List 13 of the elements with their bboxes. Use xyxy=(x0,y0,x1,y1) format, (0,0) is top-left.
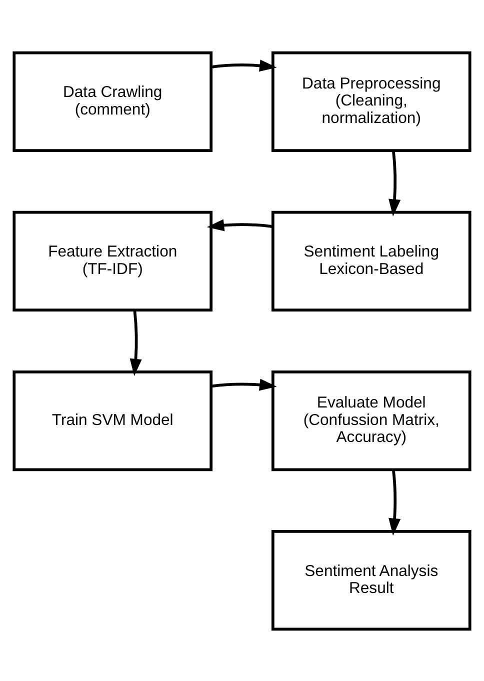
arrow xyxy=(388,469,401,536)
arrow xyxy=(210,59,277,72)
node-box: Sentiment Labeling Lexicon-Based xyxy=(271,210,472,312)
arrow xyxy=(388,150,401,216)
arrow xyxy=(210,378,277,390)
node-box: Data Crawling (comment) xyxy=(12,50,213,152)
node-box: Data Preprocessing (Cleaning, normalization) xyxy=(271,50,472,152)
arrow xyxy=(130,310,142,376)
node-box: Feature Extraction (TF-IDF) xyxy=(12,210,213,312)
node-box: Sentiment Analysis Result xyxy=(271,530,472,630)
node-box: Evaluate Model (Confussion Matrix, Accuracy) xyxy=(271,370,472,471)
arrow xyxy=(206,218,273,231)
node-box: Train SVM Model xyxy=(12,370,213,471)
